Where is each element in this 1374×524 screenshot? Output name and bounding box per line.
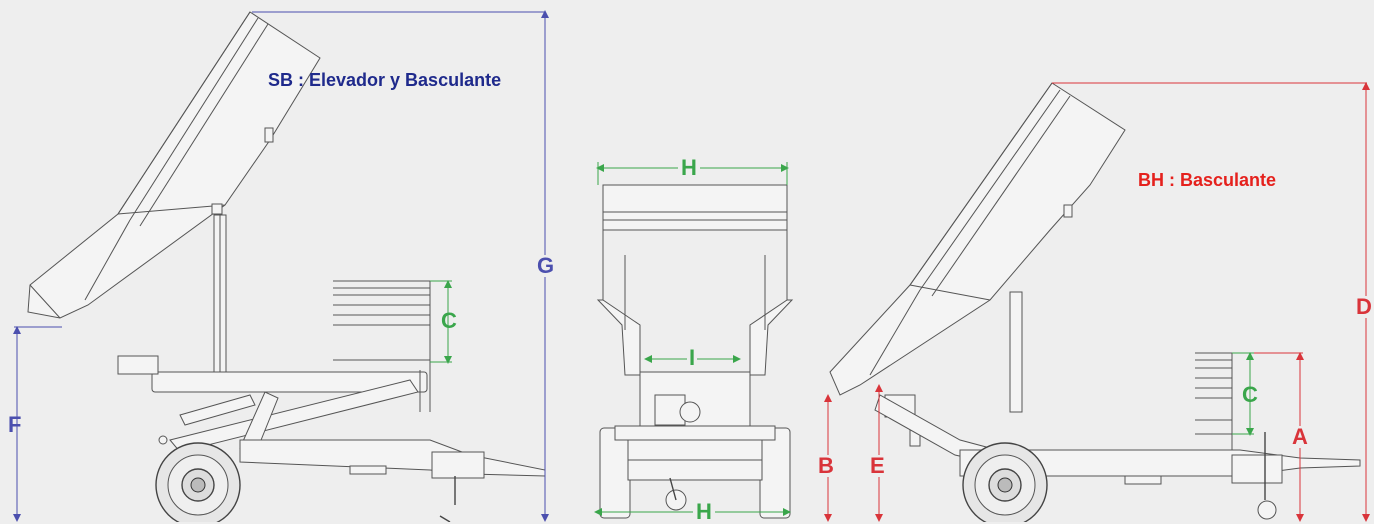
front-view-drawing [596, 184, 794, 519]
sb-body-box [333, 280, 431, 412]
bh-body-box [1195, 352, 1233, 450]
bh-trailer-drawing [829, 82, 1361, 522]
dim-label-c-left: C [441, 308, 457, 333]
front-right-wheel [759, 427, 791, 519]
dim-label-h-bottom: H [693, 501, 715, 523]
sb-chassis [239, 439, 546, 477]
dim-label-e: E [870, 453, 885, 478]
dim-label-i: I [687, 345, 698, 370]
bh-lift-cylinder [1009, 291, 1023, 413]
sb-raised-hopper [27, 11, 321, 319]
dim-label-d: D [1356, 294, 1372, 319]
bh-wheel [962, 442, 1048, 522]
bh-raised-hopper [829, 82, 1126, 396]
dim-label-f: F [8, 412, 22, 437]
front-left-wheel [599, 427, 631, 519]
dim-label-b: B [818, 453, 834, 478]
dim-label-a: A [1292, 424, 1308, 449]
dim-label-h-top: H [678, 157, 700, 179]
sb-trailer-drawing [27, 11, 546, 522]
front-hopper-top [602, 184, 788, 231]
sb-title: SB : Elevador y Basculante [268, 70, 502, 90]
dim-label-c-right: C [1242, 382, 1258, 407]
sb-platform [151, 371, 428, 393]
sb-wheel [155, 442, 241, 522]
bh-title: BH : Basculante [1138, 170, 1277, 190]
dim-label-g: G [535, 253, 557, 278]
sb-scissor-arm [169, 379, 419, 453]
